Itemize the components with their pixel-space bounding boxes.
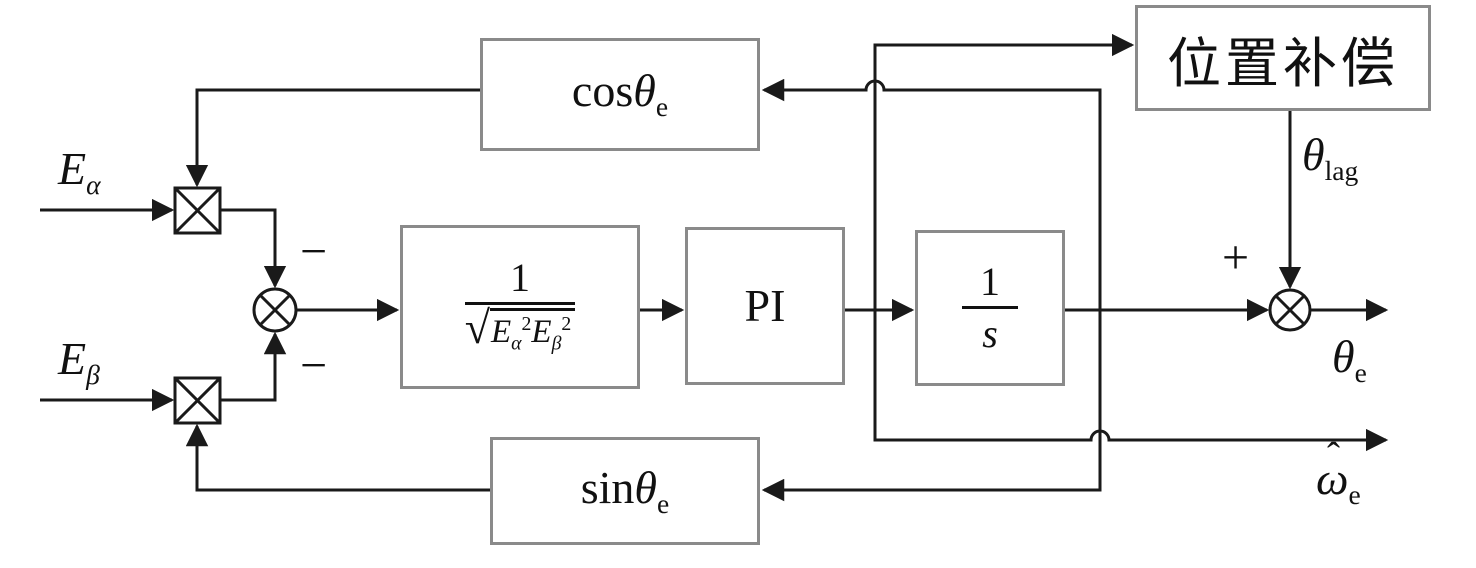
output-junction-icon — [1268, 288, 1312, 332]
wire-sin-to-multiplier — [185, 423, 490, 492]
position-compensation-label: 位置补偿 — [1167, 31, 1399, 95]
pi-block-label: PI — [744, 279, 786, 331]
wire-omega-to-compensation — [873, 33, 1135, 310]
multiplier-alpha-icon — [173, 186, 222, 235]
normalizer-fraction: 1 √ Eα2Eβ2 — [464, 257, 576, 356]
multiplier-beta-icon — [173, 376, 222, 425]
wire-multiplier-beta-out — [220, 331, 287, 402]
sin-feedback-block: sinθe — [490, 437, 760, 545]
integrator-denominator: s — [982, 310, 998, 356]
integrator-numerator: 1 — [962, 260, 1018, 309]
minus-sign-top: − — [300, 225, 328, 278]
minus-sign-bottom: − — [300, 339, 328, 392]
normalizer-block: 1 √ Eα2Eβ2 — [400, 225, 640, 389]
input-label-e-alpha: Eα — [58, 143, 101, 201]
normalizer-denominator: √ Eα2Eβ2 — [465, 305, 576, 356]
radicand: Eα2Eβ2 — [489, 308, 576, 356]
wire-multiplier-alpha-out — [220, 208, 287, 289]
position-compensation-block: 位置补偿 — [1135, 5, 1431, 111]
wire-cos-to-multiplier — [185, 88, 480, 188]
wire-theta-feedback-to-sin — [761, 310, 1102, 502]
input-label-e-beta: Eβ — [58, 333, 100, 391]
normalizer-numerator: 1 — [464, 257, 576, 306]
label-theta-e-output: θe — [1332, 331, 1367, 389]
plus-sign: + — [1222, 231, 1250, 284]
radical-sign: √ — [464, 302, 490, 354]
label-theta-lag: θlag — [1302, 129, 1359, 187]
integrator-block: 1 s — [915, 230, 1065, 386]
integrator-fraction: 1 s — [962, 260, 1018, 356]
cos-feedback-block: cosθe — [480, 38, 760, 151]
sum-junction-icon — [252, 287, 298, 333]
wire-theta-feedback-to-cos — [761, 78, 1102, 310]
pi-controller-block: PI — [685, 227, 845, 385]
sin-block-label: sinθe — [580, 461, 670, 519]
cos-block-label: cosθe — [571, 65, 669, 123]
